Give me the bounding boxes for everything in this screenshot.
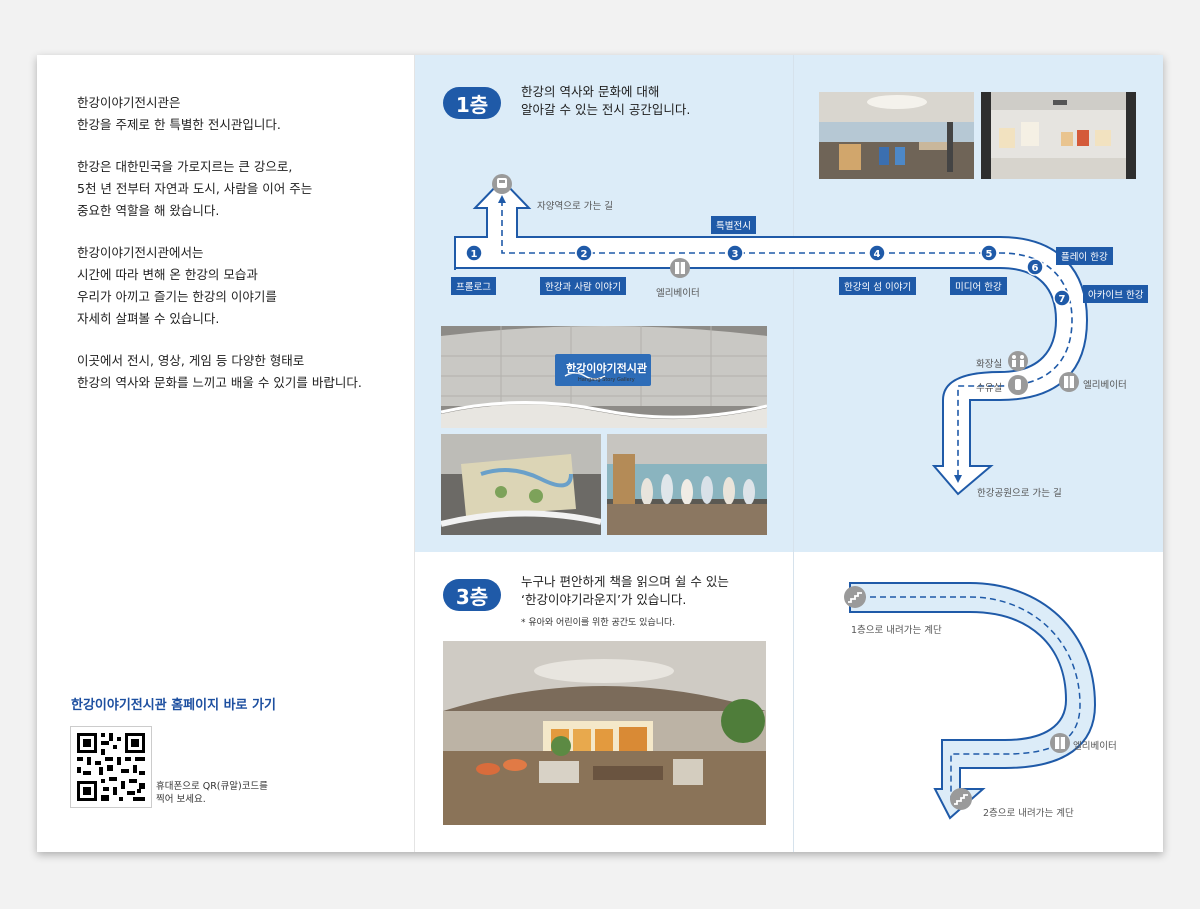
stop-number-6: 6 xyxy=(1032,263,1039,274)
stop-number-1: 1 xyxy=(471,249,478,260)
floor3-description: 누구나 편안하게 책을 읽으며 쉴 수 있는 ‘한강이야기라운지’가 있습니다. xyxy=(521,574,729,607)
stop-number-7: 7 xyxy=(1059,294,1066,305)
floor3-note: * 유아와 어린이를 위한 공간도 있습니다. xyxy=(521,618,676,628)
map-exhibit-photo xyxy=(441,434,601,535)
stop-marker-6 xyxy=(1026,258,1044,276)
intro-paragraph: 이곳에서 전시, 영상, 게임 등 다양한 형태로 한강의 역사와 문화를 느끼… xyxy=(77,353,362,390)
stop-number-3: 3 xyxy=(732,249,739,260)
stop-label-media: 미디어 한강 xyxy=(950,277,1007,295)
intro-paragraph: 한강이야기전시관에서는 시간에 따라 변해 온 한강의 모습과 우리가 아끼고 … xyxy=(77,245,277,326)
figures-exhibit-photo xyxy=(607,434,767,535)
lounge-photo xyxy=(443,641,766,825)
floor1-badge: 1층 xyxy=(443,87,501,119)
intro-text: 한강이야기전시관은 한강을 주제로 한 특별한 전시관입니다. 한강은 대한민국… xyxy=(77,92,397,414)
stop-marker-2 xyxy=(575,244,593,262)
elevator-icon xyxy=(1050,733,1070,753)
gallery-interior-photo xyxy=(819,92,974,179)
to-park-label: 한강공원으로 가는 길 xyxy=(977,488,1062,499)
stairs-icon xyxy=(844,586,866,608)
restroom-label: 화장실 xyxy=(976,359,1003,370)
intro-paragraph: 한강이야기전시관은 한강을 주제로 한 특별한 전시관입니다. xyxy=(77,95,281,132)
floor3-badge: 3층 xyxy=(443,579,501,611)
exhibition-wall-photo xyxy=(981,92,1136,179)
gallery-sign-subtext: Hangang Story Gallery xyxy=(578,377,635,383)
stop-number-2: 2 xyxy=(581,249,588,260)
gallery-entrance-photo xyxy=(441,326,767,428)
elevator-label: 엘리베이터 xyxy=(1073,741,1117,752)
stop-label-play: 플레이 한강 xyxy=(1056,247,1113,265)
stop-label-special: 특별전시 xyxy=(711,216,756,234)
stop-label-island: 한강의 섬 이야기 xyxy=(839,277,917,295)
nursing-room-label: 수유실 xyxy=(976,383,1003,394)
fold-line xyxy=(793,55,794,852)
elevator-label: 엘리베이터 xyxy=(656,288,700,299)
stop-marker-4 xyxy=(868,244,886,262)
elevator-icon xyxy=(670,258,690,278)
subway-icon xyxy=(492,174,512,194)
stairs-to-1f-label: 1층으로 내려가는 계단 xyxy=(851,625,942,636)
stop-marker-7 xyxy=(1053,289,1071,307)
stop-marker-5 xyxy=(980,244,998,262)
stop-label-prologue: 프롤로그 xyxy=(451,277,496,295)
to-station-label: 자양역으로 가는 길 xyxy=(537,201,613,212)
nursing-room-icon xyxy=(1008,375,1028,395)
stairs-icon xyxy=(950,788,972,810)
elevator-icon xyxy=(1059,372,1079,392)
stop-marker-3 xyxy=(726,244,744,262)
qr-caption: 휴대폰으로 QR(큐알)코드를 찍어 보세요. xyxy=(156,781,268,805)
fold-line xyxy=(414,55,415,852)
qr-code-icon[interactable] xyxy=(70,726,152,808)
intro-paragraph: 한강은 대한민국을 가로지르는 큰 강으로, 5천 년 전부터 자연과 도시, … xyxy=(77,159,313,218)
stop-number-5: 5 xyxy=(986,249,993,260)
stop-label-people: 한강과 사람 이야기 xyxy=(540,277,626,295)
stairs-to-2f-label: 2층으로 내려가는 계단 xyxy=(983,808,1074,819)
homepage-link-title[interactable]: 한강이야기전시관 홈페이지 바로 가기 xyxy=(71,698,276,713)
elevator-label: 엘리베이터 xyxy=(1083,380,1127,391)
stop-number-4: 4 xyxy=(874,249,881,260)
restroom-icon xyxy=(1008,351,1028,371)
stop-marker-1 xyxy=(465,244,483,262)
stop-label-archive: 아카이브 한강 xyxy=(1083,285,1149,303)
gallery-sign-text: 한강이야기전시관 xyxy=(566,362,647,375)
floor1-description: 한강의 역사와 문화에 대해 알아갈 수 있는 전시 공간입니다. xyxy=(521,84,691,117)
